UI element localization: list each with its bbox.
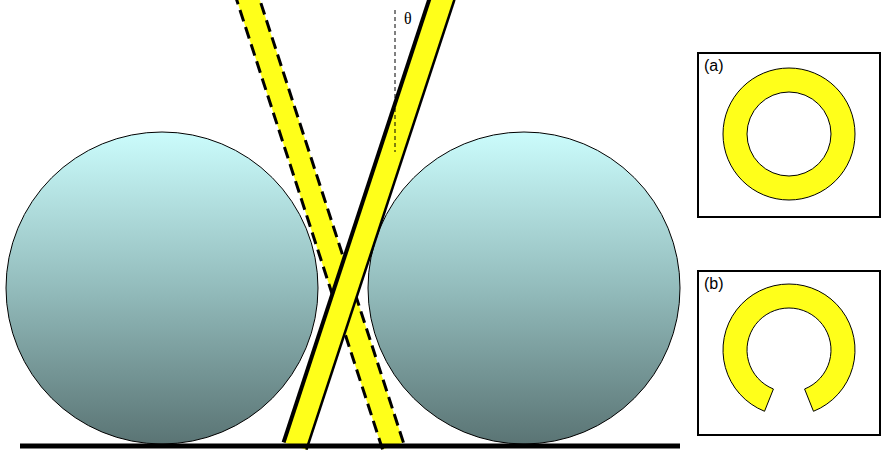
- inset-box: (a): [697, 52, 881, 218]
- split-ring: [723, 284, 855, 411]
- rod-body: [284, 0, 455, 450]
- inset-label: (a): [699, 54, 879, 75]
- vertical-reference: [395, 10, 396, 152]
- rod-edge: [284, 0, 432, 442]
- angle-label: θ: [404, 10, 412, 28]
- closed-ring: [723, 68, 855, 200]
- inset-label: (b): [699, 272, 879, 293]
- left-sphere: [6, 132, 318, 444]
- right-sphere: [368, 132, 680, 444]
- inset-box: (b): [697, 270, 881, 436]
- tilted-rod: [284, 0, 455, 450]
- rod-edge: [306, 0, 454, 450]
- floor-line: [20, 444, 680, 449]
